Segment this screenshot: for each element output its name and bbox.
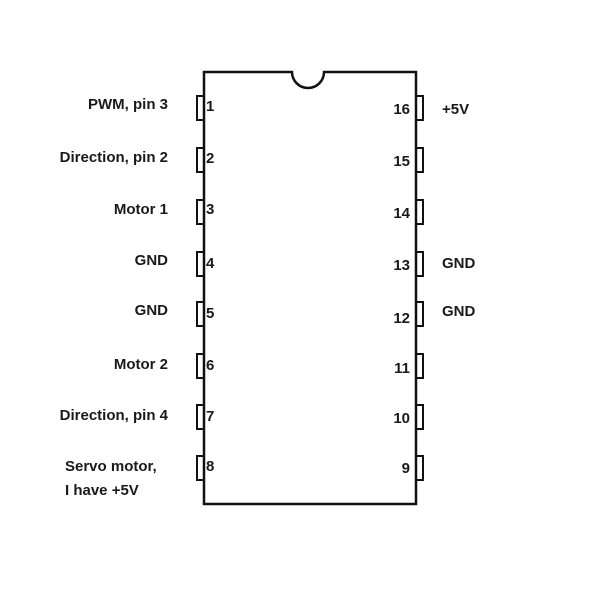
pin-number-2: 2	[206, 150, 215, 167]
pin-number-4: 4	[206, 255, 215, 272]
chip-body	[202, 70, 418, 506]
pin-lead-13	[416, 251, 424, 277]
pin-lead-3	[196, 199, 204, 225]
pin-lead-8	[196, 455, 204, 481]
pin-label-13: GND	[442, 255, 476, 272]
pin-number-6: 6	[206, 357, 215, 374]
pin-label-6: Motor 2	[113, 356, 168, 373]
pin-number-12: 12	[393, 310, 410, 327]
pin-number-15: 15	[393, 153, 410, 170]
pin-lead-9	[416, 455, 424, 481]
pin-label-8-line2: I have +5V	[65, 482, 139, 499]
pin-label-12: GND	[442, 303, 476, 320]
pin-lead-4	[196, 251, 204, 277]
pin-lead-7	[196, 404, 204, 430]
pin-lead-14	[416, 199, 424, 225]
pin-number-13: 13	[393, 257, 410, 274]
pin-number-3: 3	[206, 201, 215, 218]
pin-label-8-line1: Servo motor,	[65, 458, 157, 475]
pin-label-4: GND	[134, 252, 168, 269]
pin-number-1: 1	[206, 98, 215, 115]
pin-label-3: Motor 1	[113, 201, 168, 218]
pin-label-8: Servo motor, I have +5V	[65, 458, 157, 500]
pin-number-11: 11	[394, 360, 410, 377]
pin-label-5: GND	[134, 302, 168, 319]
pin-lead-10	[416, 404, 424, 430]
pin-number-7: 7	[206, 408, 215, 425]
pin-number-5: 5	[206, 305, 215, 322]
pin-lead-12	[416, 301, 424, 327]
pin-lead-1	[196, 95, 204, 121]
pin-lead-15	[416, 147, 424, 173]
pin-label-1: PWM, pin 3	[88, 96, 168, 113]
pin-lead-2	[196, 147, 204, 173]
pin-label-2: Direction, pin 2	[59, 149, 168, 166]
pin-number-16: 16	[393, 101, 410, 118]
pin-number-14: 14	[393, 205, 410, 222]
pin-number-8: 8	[206, 458, 215, 475]
pin-lead-6	[196, 353, 204, 379]
pin-label-16: +5V	[442, 101, 470, 118]
pin-lead-5	[196, 301, 204, 327]
pin-label-7: Direction, pin 4	[59, 407, 168, 424]
pin-lead-16	[416, 95, 424, 121]
pin-number-9: 9	[401, 460, 410, 477]
pin-number-10: 10	[393, 410, 410, 427]
pin-lead-11	[416, 353, 424, 379]
